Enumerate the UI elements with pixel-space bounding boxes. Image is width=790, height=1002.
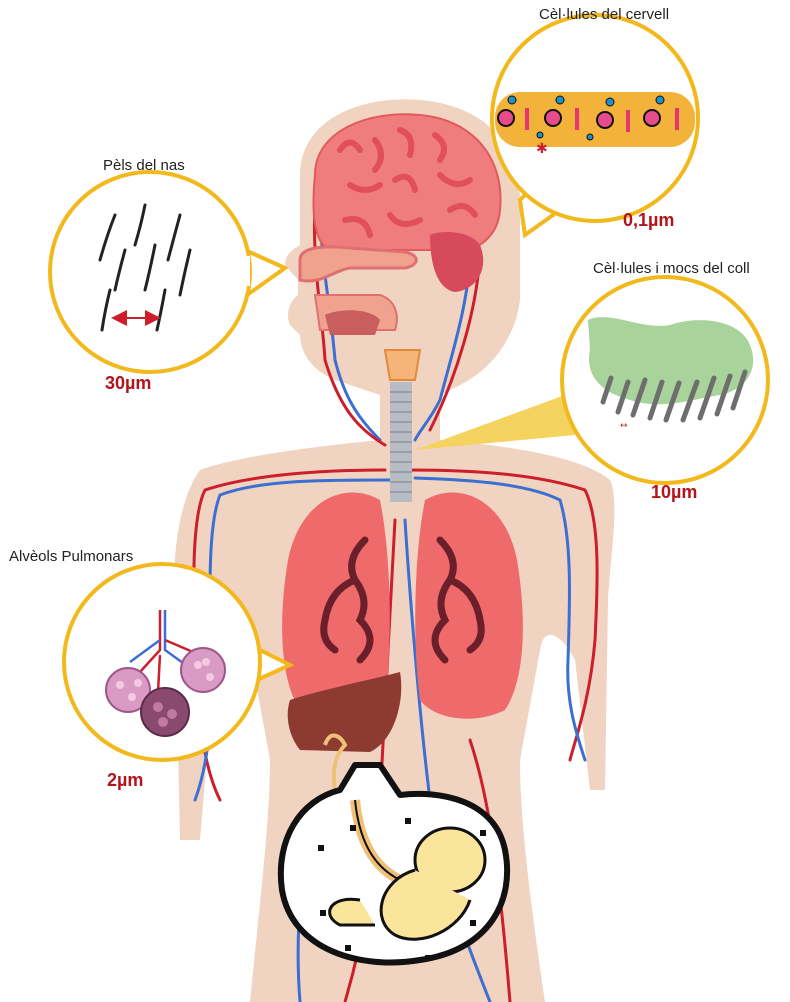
alveoli-value: 2µm xyxy=(107,770,143,791)
callout-brain-cells: ✱ xyxy=(492,15,698,235)
alveoli-label: Alvèols Pulmonars xyxy=(9,548,133,565)
throat-value: 10µm xyxy=(651,482,697,503)
brain-cells-label: Cèl·lules del cervell xyxy=(539,6,669,23)
svg-text:✱: ✱ xyxy=(536,141,548,157)
throat-label: Cèl·lules i mocs del coll xyxy=(593,260,750,277)
nose-hairs-label: Pèls del nas xyxy=(103,157,185,174)
brain-cells-value: 0,1µm xyxy=(623,210,674,231)
nose-hairs-value: 30µm xyxy=(105,373,151,394)
callout-nose-hairs xyxy=(50,172,285,372)
svg-text:↔: ↔ xyxy=(620,421,628,431)
